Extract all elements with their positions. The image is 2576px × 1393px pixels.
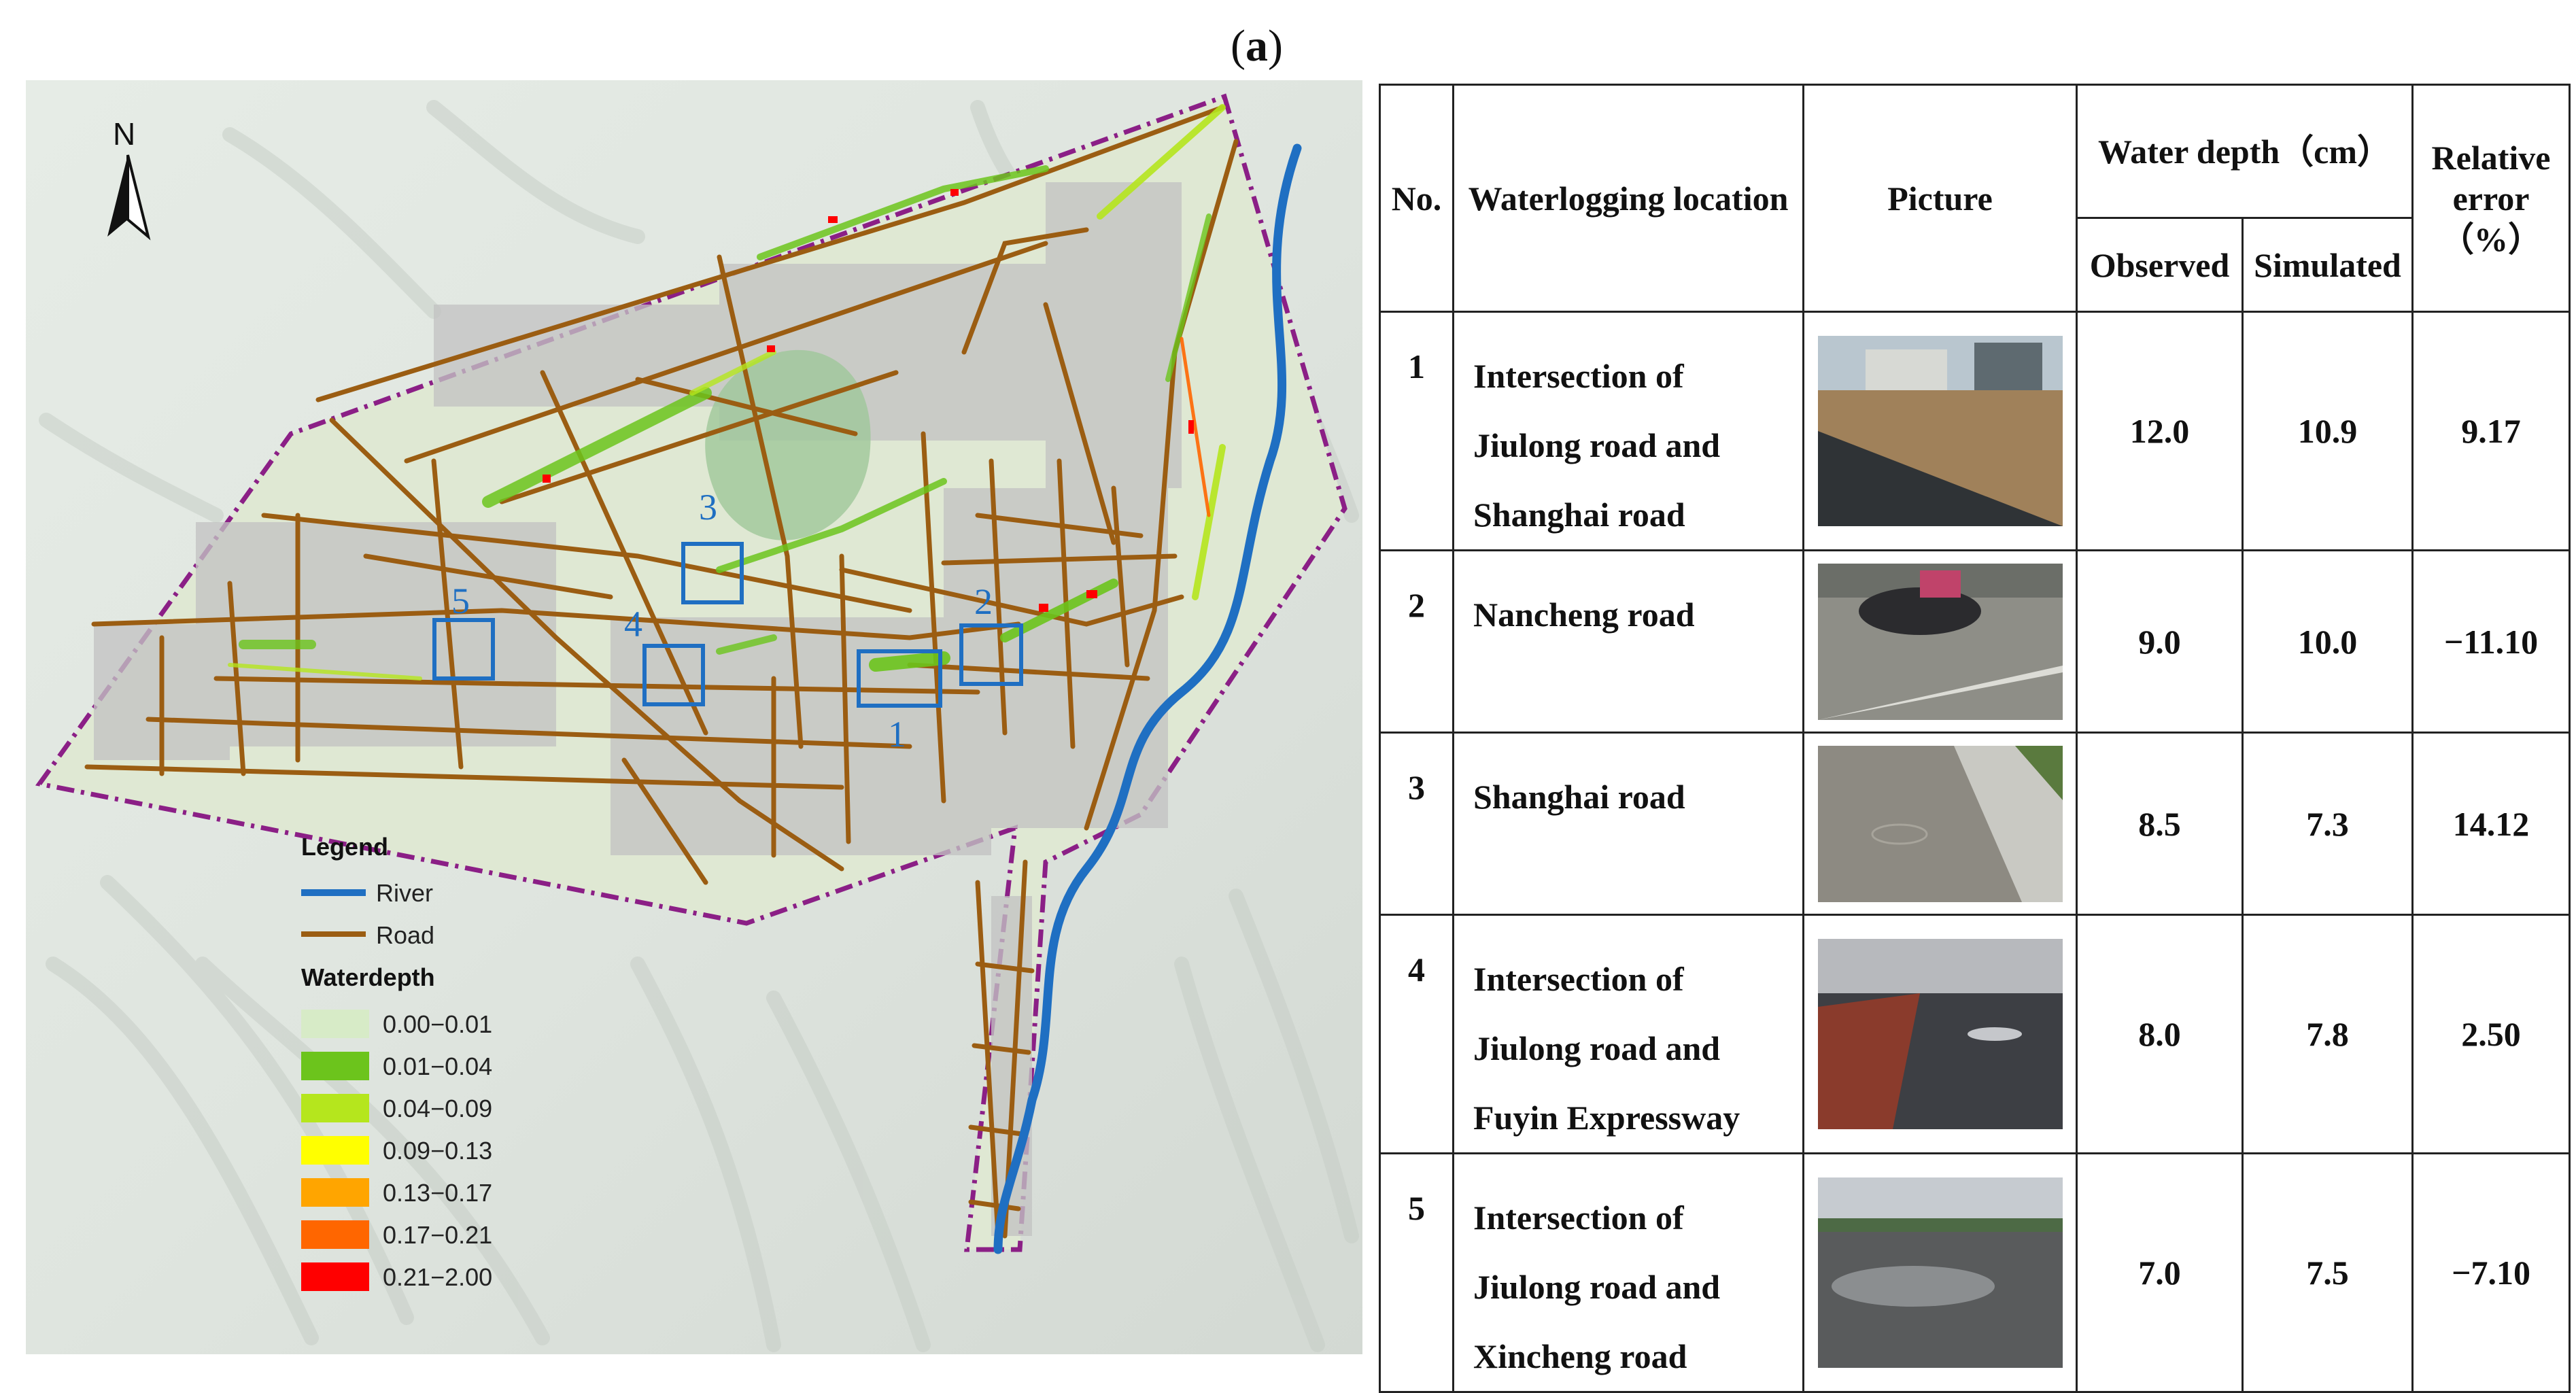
row-no: 3	[1379, 732, 1454, 916]
site-label-2: 2	[974, 581, 993, 622]
row-no: 5	[1379, 1152, 1454, 1393]
site-boxes	[432, 542, 1023, 708]
depth-swatch	[301, 1136, 369, 1165]
row-simulated: 7.3	[2241, 732, 2414, 916]
row-no: 1	[1379, 311, 1454, 551]
depth-class-label: 0.17−0.21	[383, 1221, 492, 1249]
row-error: −11.10	[2411, 549, 2571, 734]
row-simulated: 10.0	[2241, 549, 2414, 734]
row-no: 4	[1379, 914, 1454, 1154]
site-box-5	[432, 618, 495, 681]
legend-title: Legend	[301, 833, 388, 861]
depth-class-label: 0.01−0.04	[383, 1052, 492, 1080]
row-error: −7.10	[2411, 1152, 2571, 1393]
row-simulated: 7.8	[2241, 914, 2414, 1154]
row-no: 2	[1379, 549, 1454, 734]
row-location: Nancheng road	[1452, 549, 1804, 734]
row-error: 14.12	[2411, 732, 2571, 916]
central-hill	[705, 349, 871, 540]
row-location: Shanghai road	[1452, 732, 1804, 916]
waterlogging-patches	[228, 104, 1226, 681]
depth-class-label: 0.13−0.17	[383, 1179, 492, 1207]
table-header-row: No. Waterlogging location Picture Water …	[1379, 84, 2571, 313]
header-observed: Observed	[2076, 217, 2244, 313]
table-row: 3 Shanghai road 8.5 7.3 14.12	[1379, 732, 2571, 916]
depth-swatch	[301, 1052, 369, 1080]
site-label-1: 1	[888, 714, 906, 755]
depth-class-label: 0.21−2.00	[383, 1263, 492, 1291]
depth-legend: 0.00−0.01 0.01−0.04 0.04−0.09 0.09−0.13 0.13…	[301, 1010, 492, 1291]
waterlogging-table: No. Waterlogging location Picture Water …	[1379, 84, 2571, 1393]
waterdepth-title: Waterdepth	[301, 963, 435, 991]
photo-site-1	[1817, 336, 2063, 526]
north-label: N	[113, 116, 135, 152]
north-arrow-icon	[107, 154, 151, 241]
row-picture	[1802, 311, 2078, 551]
header-location: Waterlogging location	[1452, 84, 1804, 313]
figure-label: (a)	[1231, 21, 1283, 71]
row-observed: 9.0	[2076, 549, 2244, 734]
depth-swatch	[301, 1178, 369, 1207]
header-simulated: Simulated	[2241, 217, 2414, 313]
depth-swatch	[301, 1010, 369, 1038]
row-picture	[1802, 732, 2078, 916]
legend-road-label: Road	[376, 921, 434, 949]
row-observed: 8.0	[2076, 914, 2244, 1154]
depth-swatch	[301, 1262, 369, 1291]
row-simulated: 7.5	[2241, 1152, 2414, 1393]
flood-map: N 1 2 3 4 5 Legend River Road Waterdepth…	[26, 80, 1362, 1354]
map-legend: Legend River Road Waterdepth 0.00−0.010.…	[301, 833, 492, 1291]
header-no: No.	[1379, 84, 1454, 313]
row-picture	[1802, 914, 2078, 1154]
row-error: 9.17	[2411, 311, 2571, 551]
site-label-4: 4	[624, 604, 642, 644]
depth-swatch	[301, 1220, 369, 1249]
row-observed: 8.5	[2076, 732, 2244, 916]
deep-water-spots	[543, 189, 1194, 612]
site-box-1	[857, 649, 942, 708]
site-box-2	[959, 623, 1023, 686]
row-observed: 12.0	[2076, 311, 2244, 551]
row-observed: 7.0	[2076, 1152, 2244, 1393]
depth-class-label: 0.04−0.09	[383, 1095, 492, 1122]
table-row: 2 Nancheng road 9.0 10.0 −11.10	[1379, 549, 2571, 734]
row-simulated: 10.9	[2241, 311, 2414, 551]
row-picture	[1802, 1152, 2078, 1393]
row-picture	[1802, 549, 2078, 734]
header-water-depth: Water depth（cm）	[2075, 84, 2414, 219]
header-picture: Picture	[1802, 84, 2078, 313]
header-relative-error: Relative error（%）	[2411, 84, 2571, 313]
photo-site-2	[1817, 563, 2063, 720]
row-error: 2.50	[2411, 914, 2571, 1154]
road-network	[84, 105, 1239, 1239]
photo-site-4	[1817, 939, 2063, 1129]
depth-swatch	[301, 1094, 369, 1122]
site-labels: 1 2 3 4 5	[451, 487, 993, 755]
photo-site-5	[1817, 1177, 2063, 1368]
site-label-3: 3	[699, 487, 717, 528]
depth-class-label: 0.09−0.13	[383, 1137, 492, 1165]
site-label-5: 5	[451, 581, 470, 621]
table-subheader-row: Observed Simulated	[1380, 217, 2570, 313]
site-box-3	[681, 542, 744, 604]
river	[993, 143, 1302, 1254]
legend-river-label: River	[376, 879, 433, 907]
photo-site-3	[1817, 745, 2063, 902]
depth-class-label: 0.00−0.01	[383, 1010, 492, 1038]
site-box-4	[642, 644, 705, 706]
